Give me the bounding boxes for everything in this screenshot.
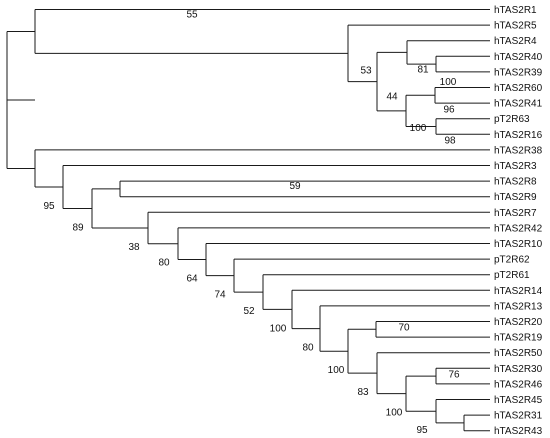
- support-value-N: 80: [158, 258, 170, 269]
- support-value-X: 76: [448, 369, 460, 380]
- support-value-J: 95: [43, 201, 55, 212]
- leaf-label: pT2R61: [494, 270, 530, 281]
- leaf-label: hTAS2R7: [494, 208, 537, 219]
- support-value-H: 98: [444, 136, 456, 147]
- support-value-A: 55: [186, 10, 198, 21]
- leaf-label: hTAS2R45: [494, 395, 543, 406]
- leaf-label: hTAS2R20: [494, 317, 543, 328]
- leaf-label: hTAS2R46: [494, 379, 543, 390]
- support-value-D: 81: [417, 64, 429, 75]
- leaf-label: hTAS2R39: [494, 67, 543, 78]
- support-value-Q: 52: [243, 306, 255, 317]
- support-value-P: 74: [214, 290, 226, 301]
- leaf-label: hTAS2R60: [494, 83, 543, 94]
- support-value-G: 96: [443, 104, 455, 115]
- leaf-label: hTAS2R31: [494, 411, 543, 422]
- support-values: 55 53 44 81 100 100 96 98 95 89 59 38 80 64 74 52 100 80 1…: [43, 10, 460, 438]
- support-value-W: 100: [386, 408, 403, 419]
- support-value-L: 59: [289, 181, 301, 192]
- support-value-S: 80: [302, 343, 314, 354]
- support-value-F: 100: [410, 123, 427, 134]
- support-value-M: 38: [128, 242, 140, 253]
- leaf-label: pT2R63: [494, 114, 530, 125]
- support-value-Z: 95: [444, 437, 456, 438]
- leaf-label: hTAS2R19: [494, 333, 543, 344]
- leaf-label: hTAS2R38: [494, 145, 543, 156]
- support-value-U: 70: [398, 323, 410, 334]
- leaf-label: hTAS2R3: [494, 161, 537, 172]
- support-value-K: 89: [72, 222, 84, 233]
- leaf-label: hTAS2R41: [494, 99, 543, 110]
- support-value-R: 100: [270, 323, 287, 334]
- support-value-Y: 95: [416, 425, 428, 436]
- leaf-label: hTAS2R30: [494, 364, 543, 375]
- leaf-label: hTAS2R1: [494, 5, 537, 16]
- support-value-T: 100: [328, 365, 345, 376]
- leaf-label: hTAS2R4: [494, 36, 537, 47]
- leaf-label: hTAS2R10: [494, 239, 543, 250]
- support-value-V: 83: [357, 387, 369, 398]
- leaf-label: hTAS2R50: [494, 348, 543, 359]
- leaf-label: pT2R62: [494, 255, 530, 266]
- leaf-label: hTAS2R8: [494, 177, 537, 188]
- support-value-O: 64: [186, 274, 198, 285]
- leaf-label: hTAS2R5: [494, 21, 537, 32]
- leaf-labels: hTAS2R1 hTAS2R5 hTAS2R4 hTAS2R40 hTAS2R39 hTA…: [494, 5, 543, 437]
- leaf-label: hTAS2R9: [494, 192, 537, 203]
- tree-branches: [6, 9, 490, 432]
- leaf-label: hTAS2R13: [494, 301, 543, 312]
- support-value-E: 100: [440, 77, 457, 88]
- leaf-label: hTAS2R14: [494, 286, 543, 297]
- leaf-label: hTAS2R16: [494, 130, 543, 141]
- leaf-label: hTAS2R43: [494, 426, 543, 437]
- support-value-B: 53: [360, 65, 372, 76]
- leaf-label: hTAS2R40: [494, 52, 543, 63]
- support-value-C: 44: [386, 92, 398, 103]
- leaf-label: hTAS2R42: [494, 223, 543, 234]
